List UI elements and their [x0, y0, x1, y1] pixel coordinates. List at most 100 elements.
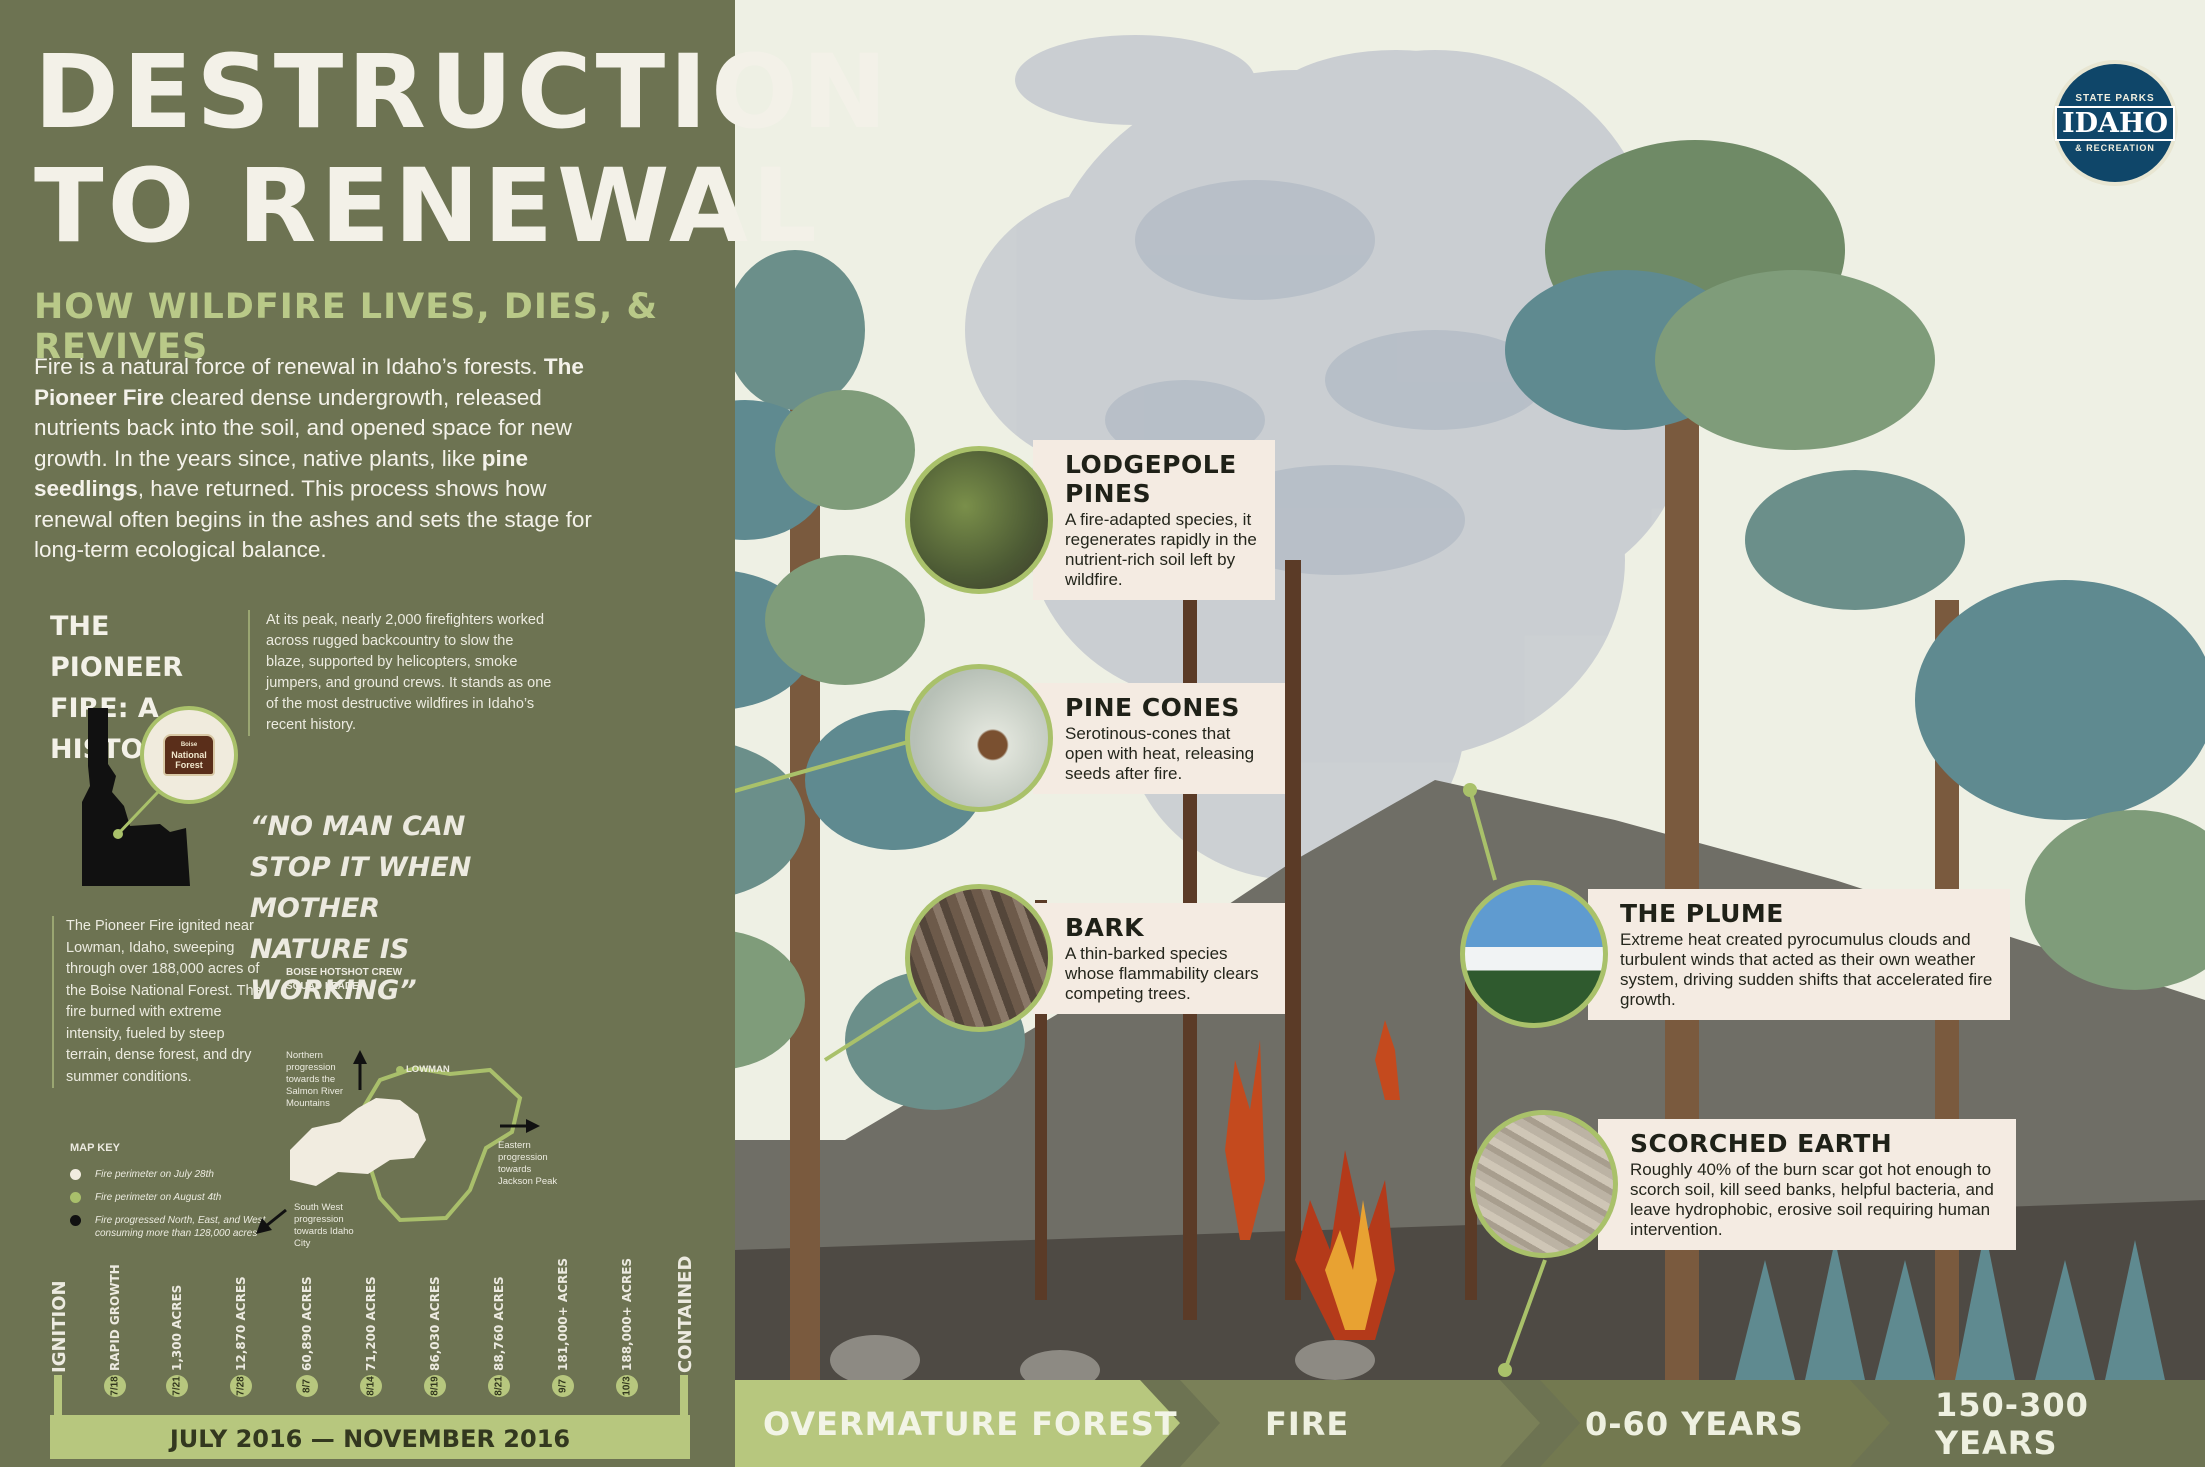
logo-bottom-text: & RECREATION — [2075, 143, 2155, 153]
pine-cones-textbox: PINE CONES Serotinous-cones that open wi… — [1033, 682, 1285, 794]
subtitle: HOW WILDFIRE LIVES, DIES, & REVIVES — [34, 287, 658, 367]
young-pine-trees — [1735, 1230, 2165, 1380]
scorched-earth-photo — [1470, 1110, 1618, 1258]
intro-bold-1: The Pioneer Fire — [34, 354, 584, 410]
scorched-earth-textbox: SCORCHED EARTH Roughly 40% of the burn s… — [1598, 1118, 2016, 1250]
callout-lodgepole-pines: LODGEPOLE PINES A fire-adapted species, … — [905, 440, 1275, 600]
forest-sign-line-1: Boise — [180, 742, 198, 748]
logo-main-text: IDAHO — [2054, 106, 2176, 141]
map-key-dot-august — [70, 1192, 81, 1203]
callout-title: LODGEPOLE PINES — [1065, 450, 1237, 508]
forest-sign-line-3: Forest — [175, 760, 203, 770]
timeline-date-marker: 8/19 — [424, 1375, 446, 1397]
idaho-map-icon — [82, 708, 190, 886]
timeline-end-tick — [680, 1375, 688, 1419]
timeline-end-label: CONTAINED — [675, 1255, 696, 1373]
history-title-line-1: THE PIONEER — [50, 611, 184, 683]
map-label-north: Northern progression towards the Salmon … — [286, 1050, 344, 1109]
callout-text: Serotinous-cones that open with heat, re… — [1065, 723, 1255, 783]
map-key-dot-july — [70, 1169, 81, 1180]
callout-scorched-earth: SCORCHED EARTH Roughly 40% of the burn s… — [1470, 1110, 2016, 1258]
stage-arrows — [735, 1380, 1890, 1467]
title-line-1: DESTRUCTION — [34, 33, 892, 152]
map-key-item: Fire progressed North, East, and West co… — [70, 1214, 270, 1240]
forest-sign-line-2: National — [171, 750, 207, 760]
timeline-date: 8/14 — [365, 1376, 377, 1396]
timeline-date: 7/21 — [171, 1376, 183, 1396]
timeline-date-marker: 10/3 — [616, 1375, 638, 1397]
callout-text: Roughly 40% of the burn scar got hot eno… — [1630, 1159, 1994, 1239]
timeline-date: 8/21 — [493, 1376, 505, 1396]
callout-pine-cones: PINE CONES Serotinous-cones that open wi… — [905, 664, 1285, 812]
map-key-item: Fire perimeter on July 28th — [70, 1168, 270, 1181]
timeline-event-label: 88,760 ACRES — [492, 1276, 506, 1371]
callout-the-plume: THE PLUME Extreme heat created pyrocumul… — [1460, 880, 2010, 1028]
tall-pine-tree — [735, 250, 1025, 1380]
national-forest-sign-icon: Boise National Forest — [140, 706, 238, 804]
intro-text-1: Fire is a natural force of renewal in Id… — [34, 354, 538, 379]
map-key-label: Fire perimeter on July 28th — [95, 1169, 214, 1180]
timeline-event-label: 60,890 ACRES — [300, 1276, 314, 1371]
timeline-event-label: 12,870 ACRES — [234, 1276, 248, 1371]
timeline-event-label: 71,200 ACRES — [364, 1276, 378, 1371]
timeline-date: 8/19 — [429, 1376, 441, 1396]
map-key-label: Fire perimeter on August 4th — [95, 1192, 222, 1203]
timeline-date: 9/7 — [557, 1379, 569, 1393]
plume-photo — [1460, 880, 1608, 1028]
title-line-2: TO RENEWAL — [34, 147, 821, 266]
intro-text-3: , have returned. This process shows how … — [34, 476, 592, 562]
timeline-event-label: 1,300 ACRES — [170, 1284, 184, 1371]
callout-title: BARK — [1065, 912, 1145, 942]
map-label-east: Eastern progression towards Jackson Peak — [498, 1140, 558, 1187]
map-label-lowman: LOWMAN — [406, 1064, 450, 1075]
timeline-date-marker: 8/14 — [360, 1375, 382, 1397]
callout-bark: BARK A thin-barked species whose flammab… — [905, 884, 1285, 1032]
timeline-event-label: 181,000+ ACRES — [556, 1257, 570, 1371]
timeline-event-label: 86,030 ACRES — [428, 1276, 442, 1371]
ignition-text: The Pioneer Fire ignited near Lowman, Id… — [52, 916, 266, 1088]
timeline-date-marker: 7/21 — [166, 1375, 188, 1397]
timeline-event-label: 188,000+ ACRES — [620, 1257, 634, 1371]
timeline-bar — [50, 1415, 690, 1459]
history-text: At its peak, nearly 2,000 firefighters w… — [248, 610, 556, 736]
timeline-date-marker: 9/7 — [552, 1375, 574, 1397]
quote-by-line-2: SQUAD LEADER — [286, 981, 367, 992]
logo-top-text: STATE PARKS — [2075, 93, 2155, 104]
callout-title: THE PLUME — [1620, 898, 1784, 928]
stage-0-60-years: 0-60 YEARS — [1585, 1404, 1804, 1443]
timeline-date: 10/3 — [621, 1376, 633, 1396]
idaho-parks-logo: STATE PARKS IDAHO & RECREATION — [2052, 60, 2178, 186]
callout-text: A fire-adapted species, it regenerates r… — [1065, 510, 1257, 589]
callout-text: A thin-barked species whose flammability… — [1065, 943, 1259, 1003]
lodgepole-textbox: LODGEPOLE PINES A fire-adapted species, … — [1033, 440, 1275, 600]
bark-textbox: BARK A thin-barked species whose flammab… — [1033, 902, 1285, 1014]
forest-sign: Boise National Forest — [163, 734, 215, 776]
callout-title: PINE CONES — [1065, 692, 1240, 722]
fire-perimeter-map — [256, 1050, 540, 1234]
timeline-date-marker: 8/21 — [488, 1375, 510, 1397]
stage-overmature-forest: OVERMATURE FOREST — [763, 1404, 1178, 1443]
pine-cone-photo — [905, 664, 1053, 812]
quote-attribution: BOISE HOTSHOT CREW SQUAD LEADER — [286, 966, 446, 994]
timeline-start-label: IGNITION — [49, 1280, 70, 1373]
stage-150-300-years: 150-300 YEARS — [1935, 1385, 2089, 1462]
plume-textbox: THE PLUME Extreme heat created pyrocumul… — [1588, 888, 2010, 1020]
timeline-date-range: JULY 2016 — NOVEMBER 2016 — [169, 1425, 571, 1453]
map-key-dot-progression — [70, 1215, 81, 1226]
lodgepole-photo — [905, 446, 1053, 594]
rock — [1295, 1340, 1375, 1380]
timeline-event-label: RAPID GROWTH — [108, 1264, 122, 1371]
flames — [1225, 1020, 1400, 1340]
main-title: DESTRUCTION TO RENEWAL — [34, 36, 891, 264]
intro-paragraph: Fire is a natural force of renewal in Id… — [34, 352, 594, 566]
quote-by-line-1: BOISE HOTSHOT CREW — [286, 967, 403, 978]
bark-photo — [905, 884, 1053, 1032]
fire-timeline: IGNITION 7/18 RAPID GROWTH 7/21 1,300 AC… — [0, 1225, 735, 1467]
timeline-start-tick — [54, 1375, 62, 1419]
timeline-date-marker: 7/28 — [230, 1375, 252, 1397]
callout-title: SCORCHED EARTH — [1630, 1128, 1893, 1158]
left-panel: DESTRUCTION TO RENEWAL HOW WILDFIRE LIVE… — [0, 0, 887, 1467]
callout-text: Extreme heat created pyrocumulus clouds … — [1620, 929, 1993, 1009]
map-key-title: MAP KEY — [70, 1142, 120, 1154]
